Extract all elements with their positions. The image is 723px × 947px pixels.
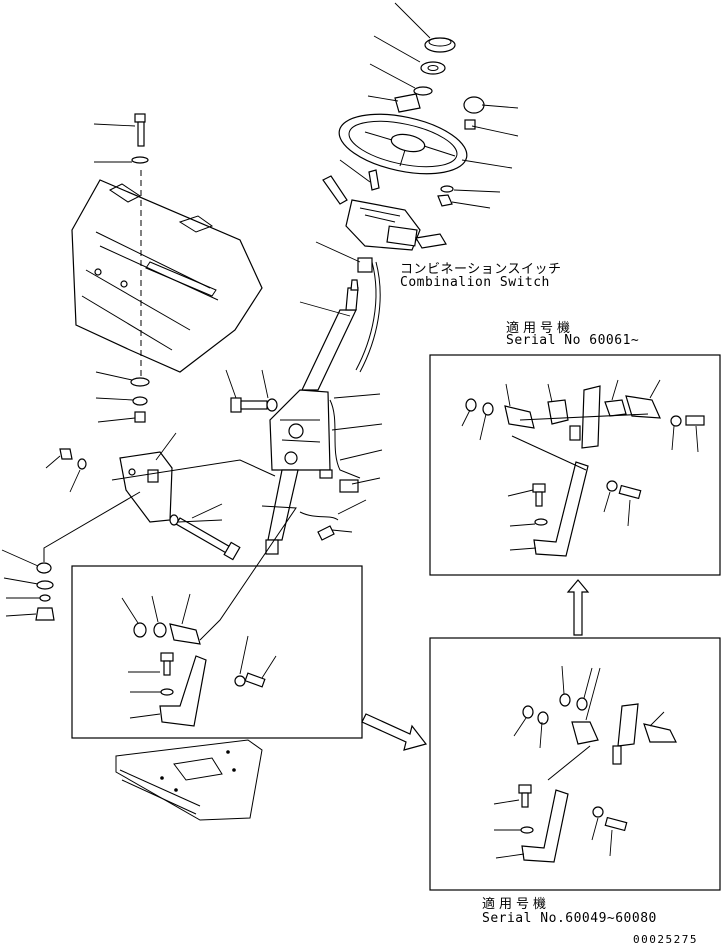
bracket-connector bbox=[43, 459, 276, 562]
main-bracket-inset-frame bbox=[71, 565, 363, 739]
dash-spacer-stack bbox=[130, 377, 150, 423]
floor-plate bbox=[115, 739, 263, 821]
combination-switch-label-en: Combinalion Switch bbox=[400, 275, 550, 290]
steering-wheel bbox=[338, 113, 468, 175]
bracket-bolt bbox=[169, 514, 241, 561]
knob-washer-nut bbox=[437, 185, 454, 207]
lower-serial-label-en: Serial No.60049~60080 bbox=[482, 911, 657, 926]
horn-ring bbox=[413, 86, 433, 96]
steering-wheel-nut bbox=[394, 93, 421, 113]
diagonal-arrow bbox=[361, 713, 428, 751]
dash-panel bbox=[71, 179, 263, 373]
left-hardware-stack bbox=[35, 562, 55, 621]
horn-contact-plate bbox=[420, 61, 446, 75]
drawing-number: 00025275 bbox=[633, 933, 698, 946]
steering-knob bbox=[463, 96, 485, 130]
left-bracket bbox=[119, 451, 173, 523]
column-to-inset-link bbox=[199, 505, 297, 641]
horn-cap bbox=[424, 37, 456, 53]
dash-bolt bbox=[131, 113, 149, 164]
column-mount-bolt bbox=[230, 397, 278, 413]
main-inset-hardware bbox=[133, 505, 297, 727]
leader-lines bbox=[1, 2, 699, 859]
lower-serial-label-jp: 適用号機 bbox=[482, 897, 551, 912]
upper-inset-hardware bbox=[465, 385, 705, 557]
bracket-nut-washer bbox=[59, 448, 87, 470]
upper-serial-label-jp: 適用号機 bbox=[506, 321, 575, 336]
upper-serial-label-en: Serial No 60061~ bbox=[506, 333, 640, 348]
up-arrow bbox=[566, 579, 590, 636]
wheel-key bbox=[368, 169, 380, 191]
wiring-harness bbox=[299, 399, 361, 541]
lower-inset-hardware bbox=[518, 693, 677, 863]
combination-switch bbox=[322, 175, 447, 273]
steering-column bbox=[265, 261, 381, 555]
lower-serial-inset-frame bbox=[429, 637, 721, 891]
upper-serial-inset-frame bbox=[429, 354, 721, 576]
combination-switch-label-jp: コンビネーションスイッチ bbox=[400, 262, 562, 277]
